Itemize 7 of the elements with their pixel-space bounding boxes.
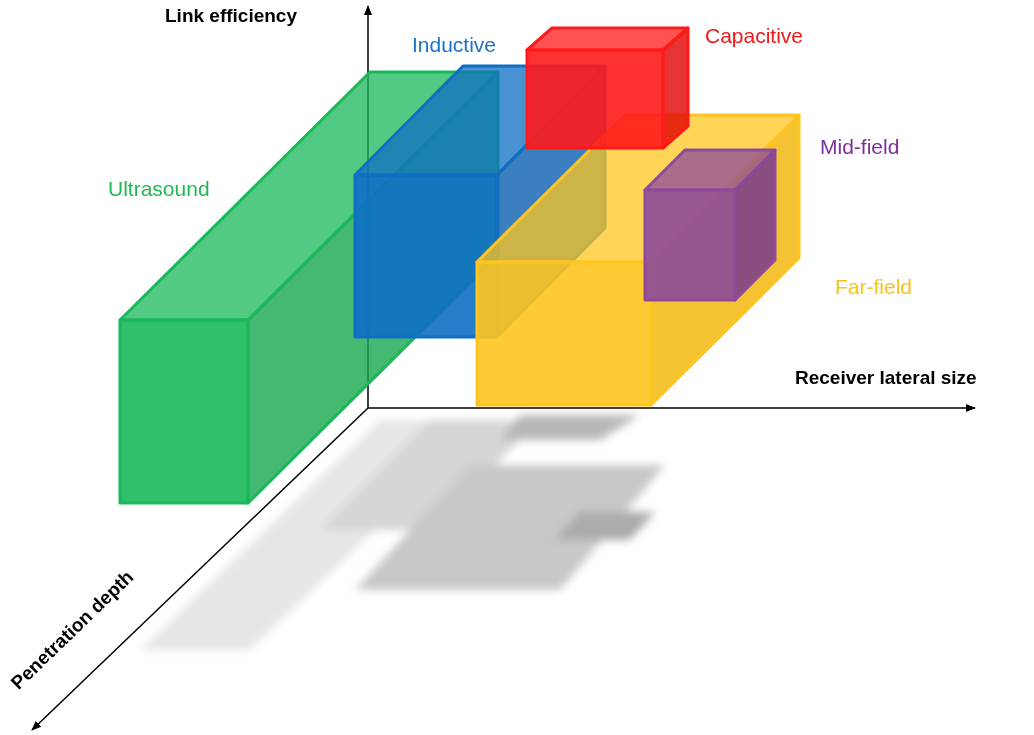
category-label: Far-field [835, 275, 913, 299]
category-label: Ultrasound [108, 177, 210, 201]
category-label: Inductive [412, 33, 497, 57]
category-label: Mid-field [820, 135, 900, 159]
axis-title: Link efficiency [165, 6, 297, 27]
axis-title: Receiver lateral size [795, 368, 977, 389]
category-label: Capacitive [705, 24, 804, 48]
